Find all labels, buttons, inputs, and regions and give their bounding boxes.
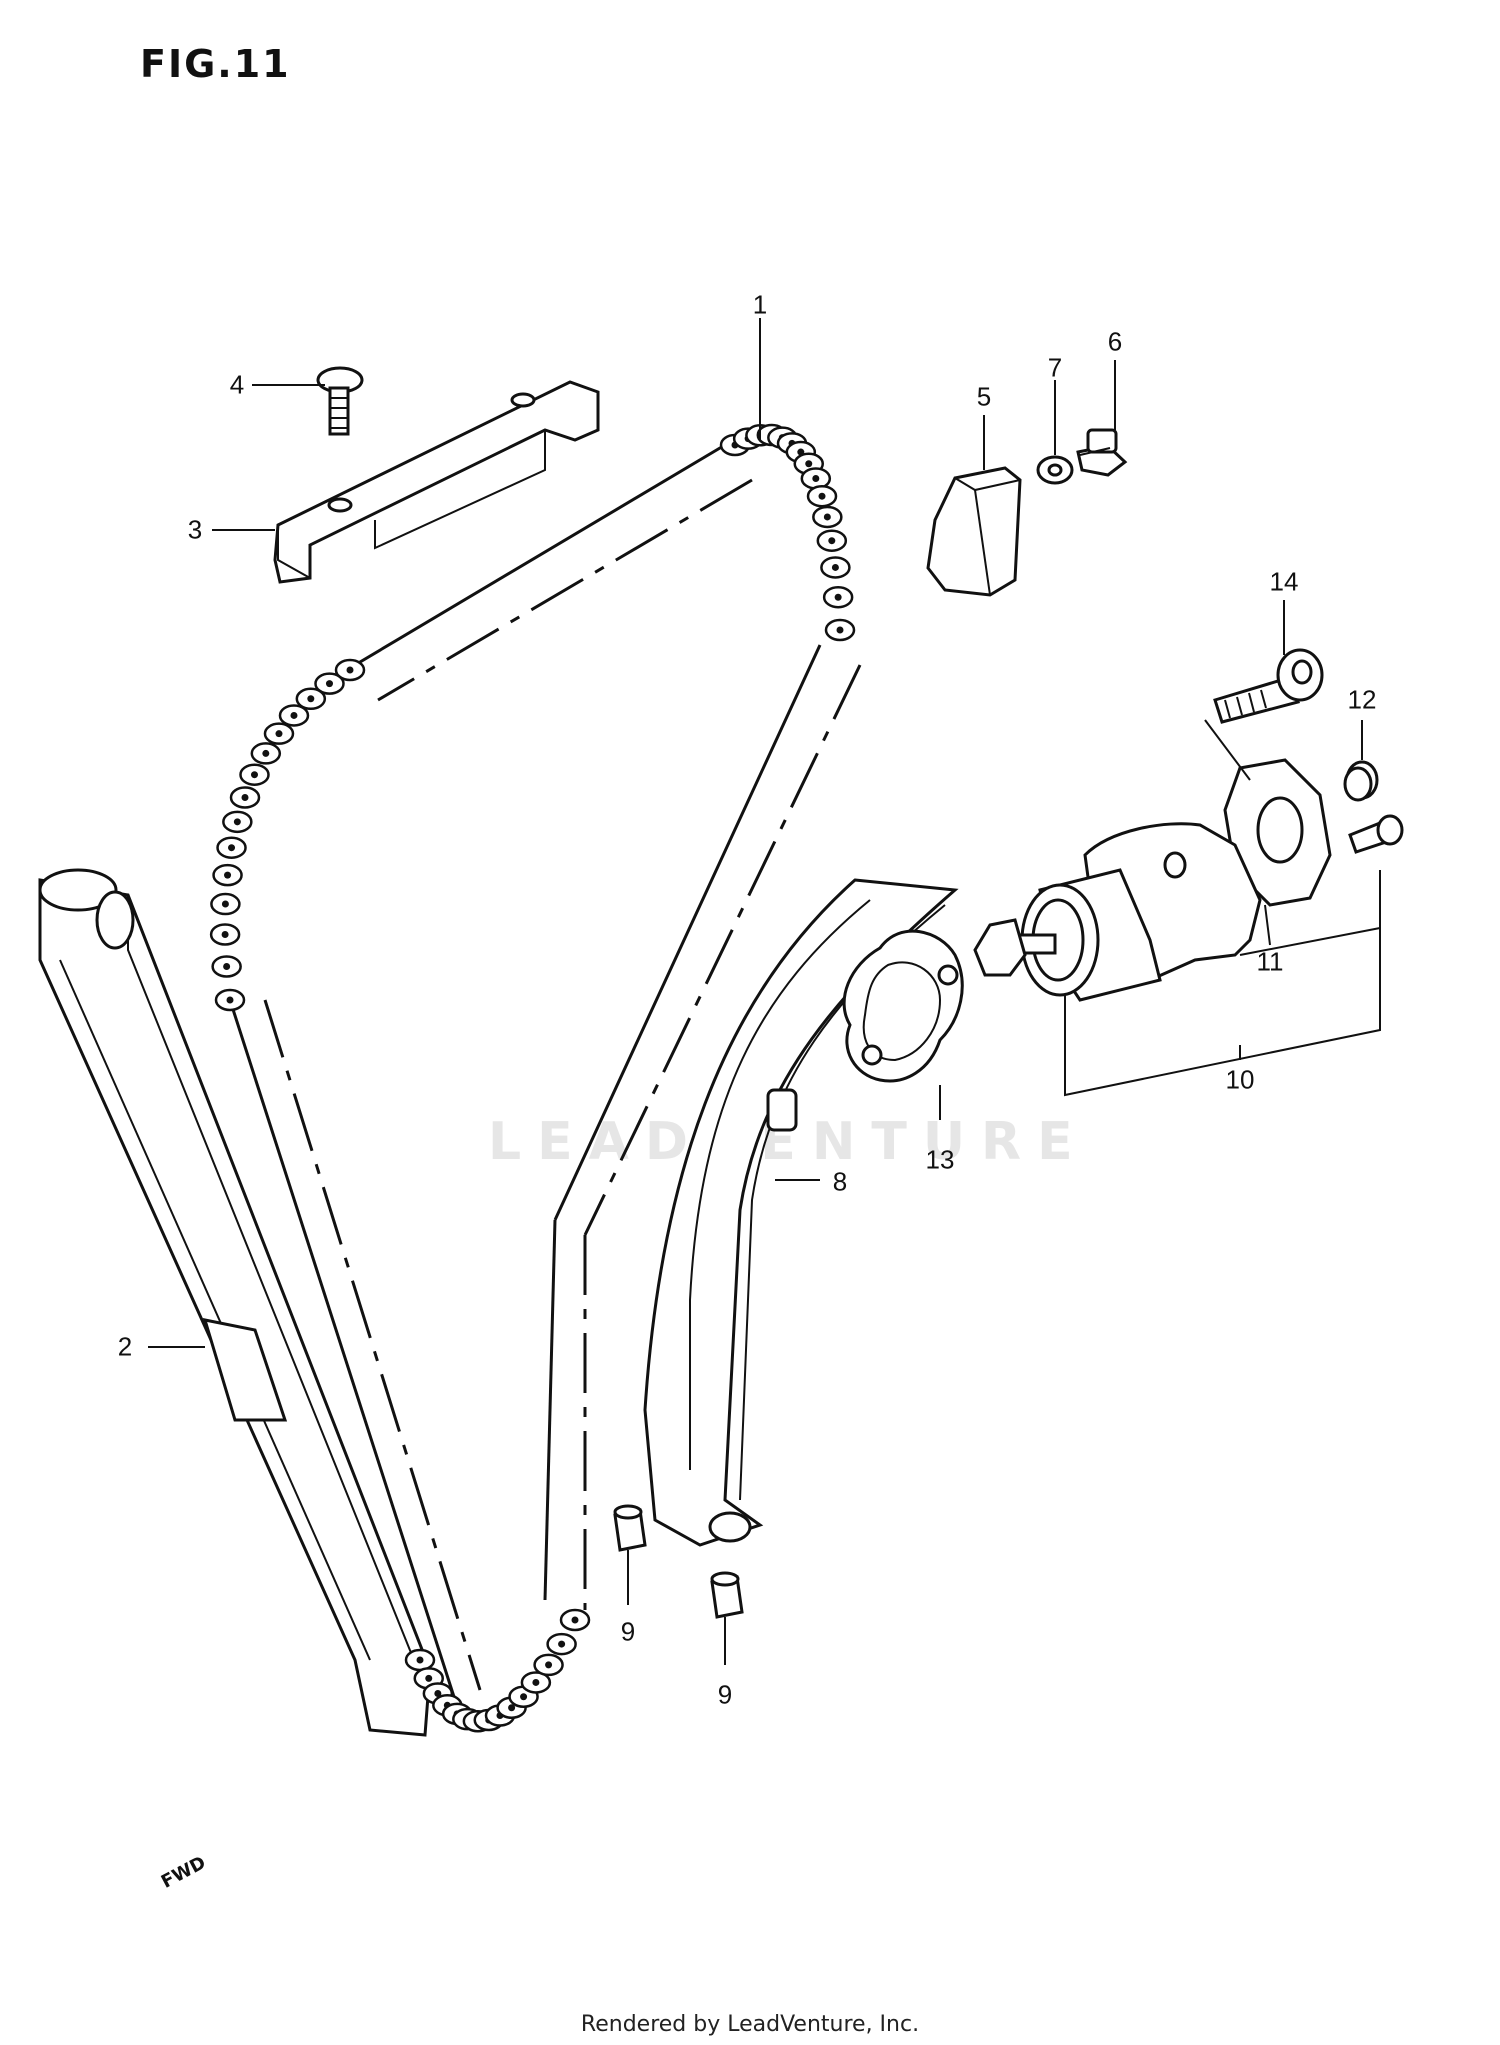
callout-11: 11 [1256, 946, 1284, 977]
chain-pin [834, 593, 842, 601]
chain-pin [221, 930, 229, 938]
footer-credit: Rendered by LeadVenture, Inc. [580, 2012, 920, 2037]
chain-pin [571, 1616, 579, 1624]
chain-pin [434, 1689, 442, 1697]
callout-4: 4 [229, 369, 245, 400]
chain-pin [520, 1693, 528, 1701]
plug-part-12[interactable] [1343, 760, 1379, 802]
callout-14: 14 [1269, 566, 1299, 597]
chain-pin [275, 730, 283, 738]
callout-12: 12 [1347, 684, 1377, 715]
chain-pin [823, 513, 831, 521]
chain-pin [221, 900, 229, 908]
chain-pin [307, 695, 315, 703]
chain-pin [836, 626, 844, 634]
dowel-pin-part-9-right[interactable] [710, 1571, 744, 1619]
bolt-part-6[interactable] [1076, 428, 1128, 477]
figure-title: FIG.11 [140, 42, 291, 86]
cushion-part-5[interactable] [926, 466, 1022, 597]
chain-pin [228, 844, 236, 852]
screw-part-4[interactable] [316, 366, 364, 436]
chain-pin [226, 996, 234, 1004]
callout-5: 5 [976, 381, 992, 412]
tensioner-adjuster-part-10[interactable] [973, 822, 1381, 1002]
chain-pin [416, 1656, 424, 1664]
callout-6: 6 [1107, 326, 1123, 357]
callout-1: 1 [752, 289, 768, 320]
chain-pin [532, 1678, 540, 1686]
chain-guide-part-2[interactable] [38, 868, 432, 1737]
dowel-pin-part-9-left[interactable] [613, 1504, 647, 1552]
chain-pin [545, 1661, 553, 1669]
callout-13: 13 [925, 1144, 955, 1175]
bolt-part-14[interactable] [1213, 648, 1324, 724]
cam-chain-part-1[interactable] [209, 423, 862, 1733]
callout-9-left: 9 [620, 1616, 636, 1647]
chain-pin [241, 794, 249, 801]
callout-9-right: 9 [717, 1679, 733, 1710]
leader-lines [148, 318, 1381, 1665]
chain-pin [325, 680, 333, 688]
callout-3: 3 [187, 514, 203, 545]
washer-part-7[interactable] [1036, 455, 1074, 485]
chain-pin [831, 563, 839, 571]
chain-pin [224, 871, 232, 879]
chain-pin [250, 771, 258, 779]
gasket-part-11[interactable] [1204, 719, 1332, 907]
chain-pin [233, 818, 241, 826]
callout-7: 7 [1047, 352, 1063, 383]
callout-8: 8 [832, 1166, 848, 1197]
chain-pin [508, 1704, 516, 1712]
screw-near-gasket[interactable] [1348, 814, 1404, 854]
chain-pin [828, 537, 836, 545]
callout-10: 10 [1225, 1064, 1255, 1095]
chain-pin [818, 492, 826, 500]
chain-pin [812, 474, 820, 482]
chain-pin [805, 460, 813, 468]
callout-2: 2 [117, 1331, 133, 1362]
chain-pin [223, 962, 231, 970]
chain-pin [425, 1674, 433, 1682]
chain-pin [346, 666, 354, 674]
chain-pin [290, 711, 298, 719]
chain-pin [558, 1640, 566, 1648]
gasket-part-13[interactable] [842, 929, 964, 1083]
chain-pin [262, 749, 270, 757]
chain-guide-top-part-3[interactable] [273, 380, 600, 584]
